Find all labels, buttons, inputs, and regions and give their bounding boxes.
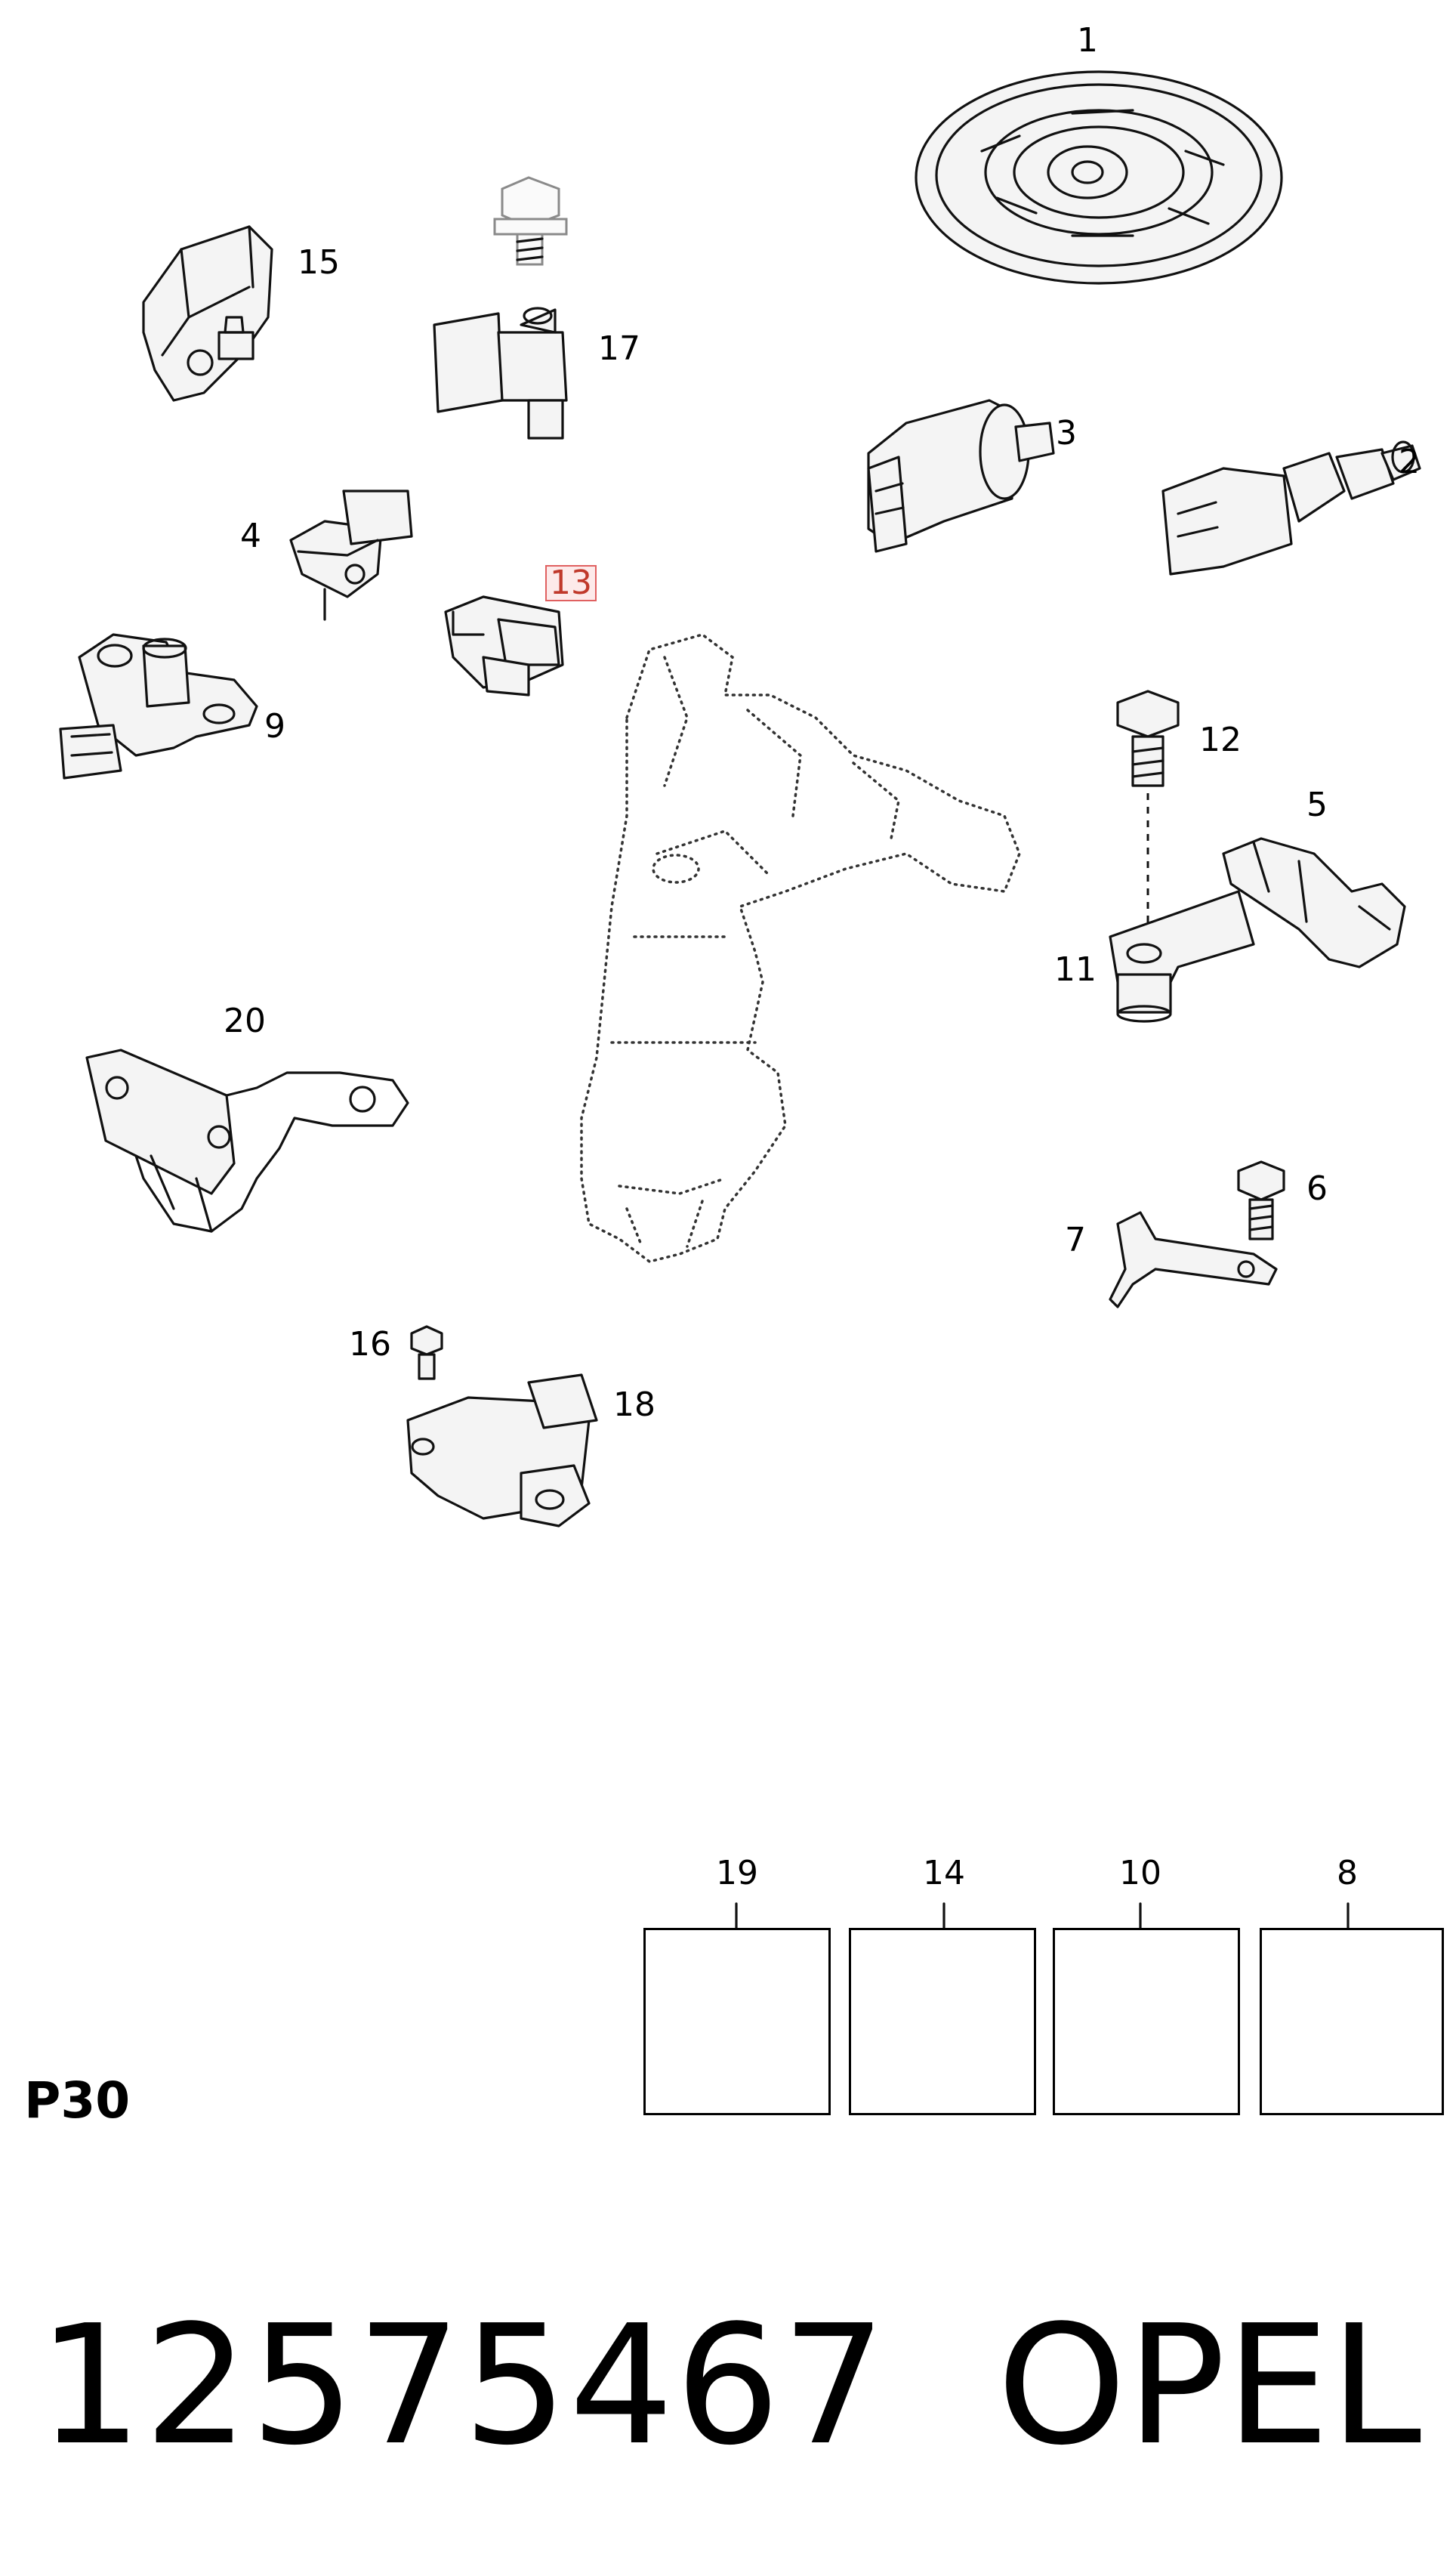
callout-9: 9 bbox=[264, 707, 285, 746]
callout-4: 4 bbox=[240, 517, 261, 555]
part-1-cap bbox=[915, 70, 1283, 285]
callout-16: 16 bbox=[349, 1325, 391, 1364]
callout-7: 7 bbox=[1065, 1221, 1086, 1259]
part-2-sensor bbox=[1161, 440, 1421, 576]
callout-18: 18 bbox=[613, 1385, 656, 1424]
callout-14: 14 bbox=[923, 1854, 965, 1892]
brand-name: OPEL bbox=[997, 2290, 1422, 2482]
callout-8: 8 bbox=[1337, 1854, 1358, 1892]
exhaust-manifold-outline bbox=[580, 633, 1021, 1263]
callout-5: 5 bbox=[1306, 786, 1328, 824]
part-20-bracket bbox=[85, 1049, 409, 1233]
group-code: P30 bbox=[24, 2071, 131, 2130]
callout-1: 1 bbox=[1077, 21, 1098, 60]
part-5-connector bbox=[1222, 837, 1406, 968]
fastener-box-14 bbox=[849, 1928, 1036, 2115]
part-13-sensor bbox=[444, 595, 564, 697]
callout-13: 13 bbox=[545, 565, 597, 601]
part-15-sensor bbox=[142, 225, 273, 402]
callout-12: 12 bbox=[1199, 721, 1242, 759]
callout-3: 3 bbox=[1056, 414, 1077, 453]
part-7-bracket bbox=[1109, 1211, 1278, 1308]
fastener-box-8 bbox=[1260, 1928, 1444, 2115]
callout-11: 11 bbox=[1054, 950, 1097, 989]
part-6-bolt bbox=[1237, 1160, 1285, 1240]
part-9-sensor bbox=[59, 633, 258, 780]
part-18-sensor bbox=[406, 1373, 598, 1527]
ghost-bolt bbox=[493, 176, 568, 266]
part-16-bolt bbox=[410, 1325, 443, 1380]
callout-17: 17 bbox=[598, 329, 640, 368]
callout-15: 15 bbox=[298, 243, 340, 282]
part-17-sensor bbox=[433, 307, 568, 440]
part-number: 12575467 bbox=[38, 2290, 888, 2482]
part-4-sensor bbox=[289, 490, 413, 621]
fastener-leaders bbox=[735, 1902, 1350, 1929]
callout-20: 20 bbox=[224, 1002, 266, 1040]
callout-6: 6 bbox=[1306, 1169, 1328, 1208]
callout-10: 10 bbox=[1119, 1854, 1161, 1892]
part-12-bolt bbox=[1116, 690, 1180, 944]
fastener-box-10 bbox=[1053, 1928, 1240, 2115]
part-11-bracket bbox=[1109, 890, 1255, 1023]
callout-19: 19 bbox=[716, 1854, 758, 1892]
callout-2: 2 bbox=[1399, 443, 1420, 481]
part-3-sensor bbox=[867, 399, 1055, 553]
fastener-box-19 bbox=[643, 1928, 831, 2115]
